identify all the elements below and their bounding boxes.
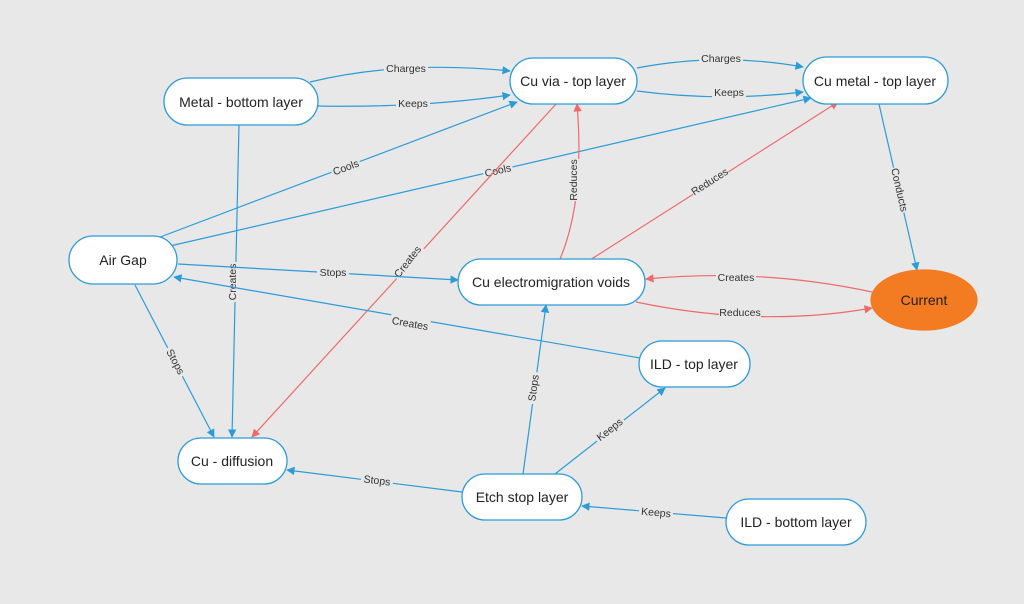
edge-current-creates-voids[interactable]: Creates	[645, 271, 873, 293]
edge-metal-charges-via[interactable]: Charges	[309, 62, 511, 83]
edge-ildbottom-keeps-etch[interactable]: Keeps	[581, 502, 727, 521]
node-cu-metal-top-layer[interactable]: Cu metal - top layer	[802, 56, 949, 105]
edge-label-stops: Stops	[163, 347, 186, 376]
node-ild-bottom-layer[interactable]: ILD - bottom layer	[725, 498, 867, 546]
edge-voids-reduces-metal[interactable]: Reduces	[589, 101, 839, 261]
node-label: ILD - top layer	[650, 356, 738, 372]
node-label: Cu metal - top layer	[814, 73, 936, 89]
node-label: Air Gap	[99, 252, 147, 268]
edge-airgap-stops-voids[interactable]: Stops	[177, 263, 459, 284]
edge-label-reduces: Reduces	[568, 159, 580, 200]
node-label: Etch stop layer	[476, 489, 569, 505]
edge-metal-conducts-current[interactable]: Conducts	[878, 103, 920, 271]
edge-label-stops: Stops	[320, 267, 347, 279]
edge-via-charges-metal[interactable]: Charges	[636, 52, 804, 70]
node-label: ILD - bottom layer	[740, 514, 852, 530]
node-label: Cu - diffusion	[191, 453, 273, 469]
edge-label-charges: Charges	[701, 53, 741, 65]
node-label: Cu electromigration voids	[472, 274, 630, 290]
edge-metal-creates-diffusion[interactable]: Creates	[226, 124, 240, 438]
edge-label-keeps: Keeps	[714, 87, 744, 99]
edge-label-keeps: Keeps	[398, 98, 428, 110]
edge-voids-reduces-via[interactable]: Reduces	[559, 103, 582, 260]
edges-layer: Charges Keeps Charges Keeps Cools	[134, 52, 920, 521]
edge-label-stops: Stops	[363, 473, 391, 488]
node-current[interactable]: Current	[870, 269, 978, 331]
edge-etch-stops-diffusion[interactable]: Stops	[286, 466, 463, 493]
edge-label-conducts: Conducts	[888, 167, 910, 213]
node-cu-diffusion[interactable]: Cu - diffusion	[177, 437, 288, 485]
node-label: Cu via - top layer	[520, 73, 626, 89]
edge-label-cools: Cools	[484, 162, 513, 180]
node-label: Metal - bottom layer	[179, 94, 303, 110]
edge-label-cools: Cools	[331, 158, 360, 179]
edge-label-creates: Creates	[718, 272, 755, 284]
edge-label-creates: Creates	[227, 264, 239, 301]
edge-label-reduces: Reduces	[719, 307, 760, 319]
edge-label-keeps: Keeps	[595, 416, 626, 444]
node-label: Current	[901, 292, 948, 308]
edge-label-reduces: Reduces	[689, 166, 730, 198]
edge-etch-keeps-ild[interactable]: Keeps	[554, 387, 666, 475]
edge-label-charges: Charges	[386, 63, 426, 75]
node-cu-electromigration-voids[interactable]: Cu electromigration voids	[457, 258, 646, 306]
node-air-gap[interactable]: Air Gap	[68, 235, 178, 285]
edge-voids-reduces-current[interactable]: Reduces	[635, 301, 873, 319]
node-cu-via-top-layer[interactable]: Cu via - top layer	[509, 57, 638, 105]
node-etch-stop-layer[interactable]: Etch stop layer	[461, 473, 583, 521]
edge-metal-keeps-via[interactable]: Keeps	[317, 91, 511, 110]
edge-via-keeps-metal[interactable]: Keeps	[636, 86, 804, 99]
edge-label-keeps: Keeps	[641, 506, 672, 521]
edge-label-stops: Stops	[526, 374, 542, 402]
nodes-layer: Metal - bottom layer Cu via - top layer …	[68, 56, 978, 546]
edge-label-creates: Creates	[392, 244, 424, 280]
node-ild-top-layer[interactable]: ILD - top layer	[638, 340, 751, 388]
node-metal-bottom-layer[interactable]: Metal - bottom layer	[163, 77, 319, 126]
edge-airgap-stops-diffusion[interactable]: Stops	[134, 284, 215, 438]
edge-label-creates: Creates	[391, 315, 429, 333]
edge-etch-stops-voids[interactable]: Stops	[522, 304, 550, 475]
